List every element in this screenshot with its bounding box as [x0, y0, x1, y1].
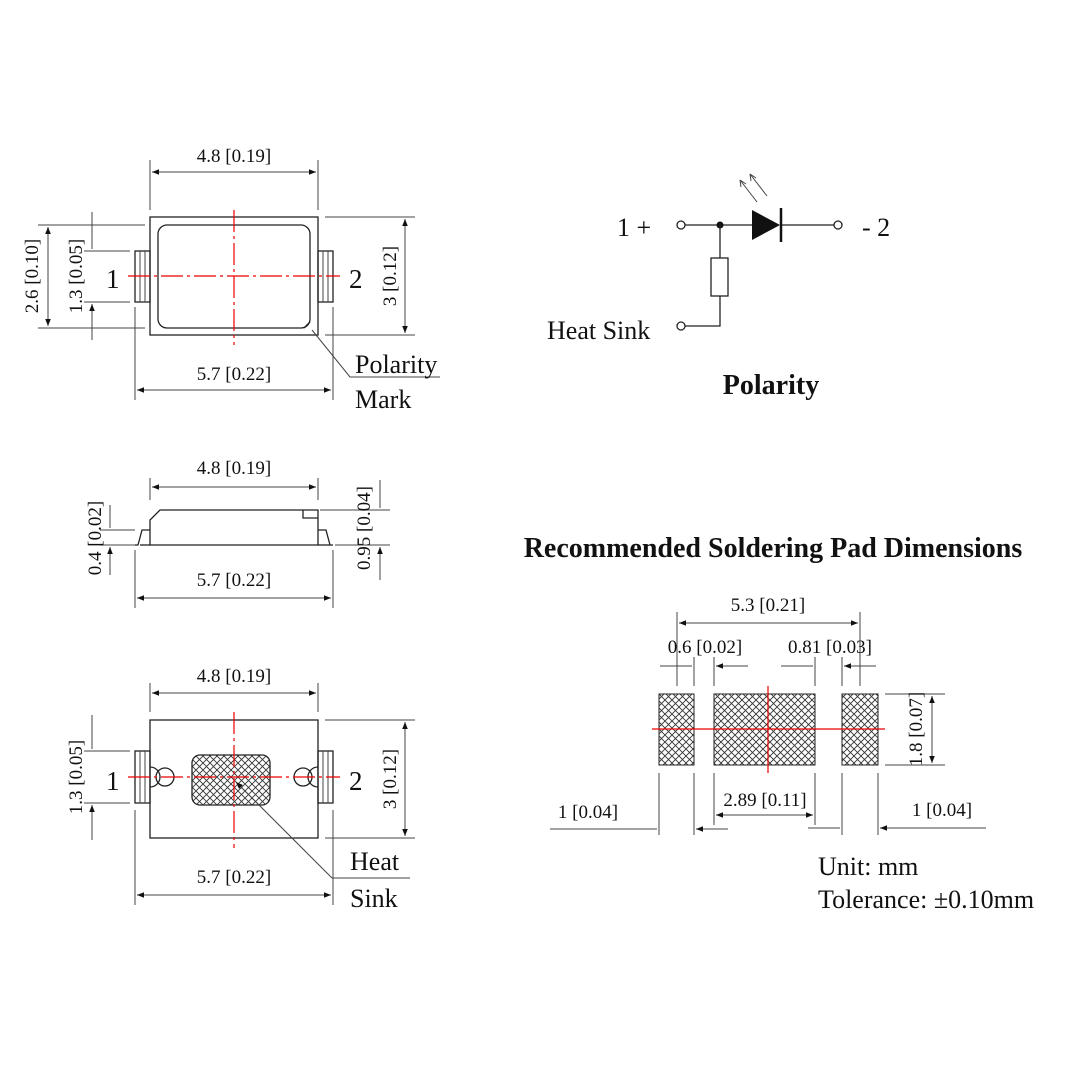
top-view: 1 2 4.8 [0.19] 5.7 [0.22] 3 [0.12] 2.6 […	[22, 146, 440, 414]
pads-left-width: 1 [0.04]	[558, 802, 618, 823]
bottom-view: 1 2 4.8 [0.19] 5.7 [0.22] 3 [0.12] 1.3 […	[66, 666, 415, 913]
top-width-total: 5.7 [0.22]	[197, 364, 271, 385]
side-lead-thickness: 0.4 [0.02]	[85, 501, 106, 575]
bottom-pin1-label: 1	[106, 766, 120, 796]
side-width-total: 5.7 [0.22]	[197, 570, 271, 591]
top-height-body: 3 [0.12]	[380, 246, 401, 306]
bottom-pin2-label: 2	[349, 766, 363, 796]
schematic-pin2: - 2	[862, 213, 890, 242]
pin2-label: 2	[349, 264, 363, 294]
side-height: 0.95 [0.04]	[354, 486, 375, 570]
pin1-label: 1	[106, 264, 120, 294]
diode-icon	[752, 210, 780, 240]
polarity-mark-label-1: Polarity	[355, 350, 437, 379]
pads-gap-left: 0.6 [0.02]	[668, 637, 742, 658]
polarity-schematic: 1 + - 2 Heat Sink Polarity	[547, 173, 890, 401]
schematic-heat-sink: Heat Sink	[547, 316, 650, 345]
polarity-mark-label-2: Mark	[355, 385, 411, 414]
side-width-body: 4.8 [0.19]	[197, 458, 271, 479]
schematic-pin1: 1 +	[617, 213, 651, 242]
top-lead-height: 1.3 [0.05]	[66, 239, 87, 313]
side-view: 4.8 [0.19] 5.7 [0.22] 0.4 [0.02] 0.95 [0…	[85, 458, 390, 608]
pads-gap-right: 0.81 [0.03]	[788, 637, 872, 658]
bottom-lead-height: 1.3 [0.05]	[66, 740, 87, 814]
bottom-height-body: 3 [0.12]	[380, 749, 401, 809]
solder-pad-layout: Recommended Soldering Pad Dimensions 5.3…	[524, 533, 1034, 914]
unit-label: Unit: mm	[818, 852, 918, 881]
heat-sink-pad	[191, 754, 271, 806]
top-width-body: 4.8 [0.19]	[197, 146, 271, 167]
bottom-width-body: 4.8 [0.19]	[197, 666, 271, 687]
pads-total: 5.3 [0.21]	[731, 595, 805, 616]
heat-sink-label-1: Heat	[350, 847, 400, 876]
top-height-outer: 2.6 [0.10]	[22, 239, 43, 313]
resistor-icon	[710, 257, 729, 297]
pads-right-width: 1 [0.04]	[912, 800, 972, 821]
pads-center-gap: 2.89 [0.11]	[723, 790, 806, 811]
pads-height: 1.8 [0.07]	[906, 692, 927, 766]
bottom-width-total: 5.7 [0.22]	[197, 867, 271, 888]
tolerance-label: Tolerance: ±0.10mm	[818, 885, 1034, 914]
schematic-title: Polarity	[723, 370, 819, 401]
light-emission-icon	[739, 173, 768, 203]
heat-sink-label-2: Sink	[350, 884, 398, 913]
pads-title: Recommended Soldering Pad Dimensions	[524, 533, 1023, 564]
